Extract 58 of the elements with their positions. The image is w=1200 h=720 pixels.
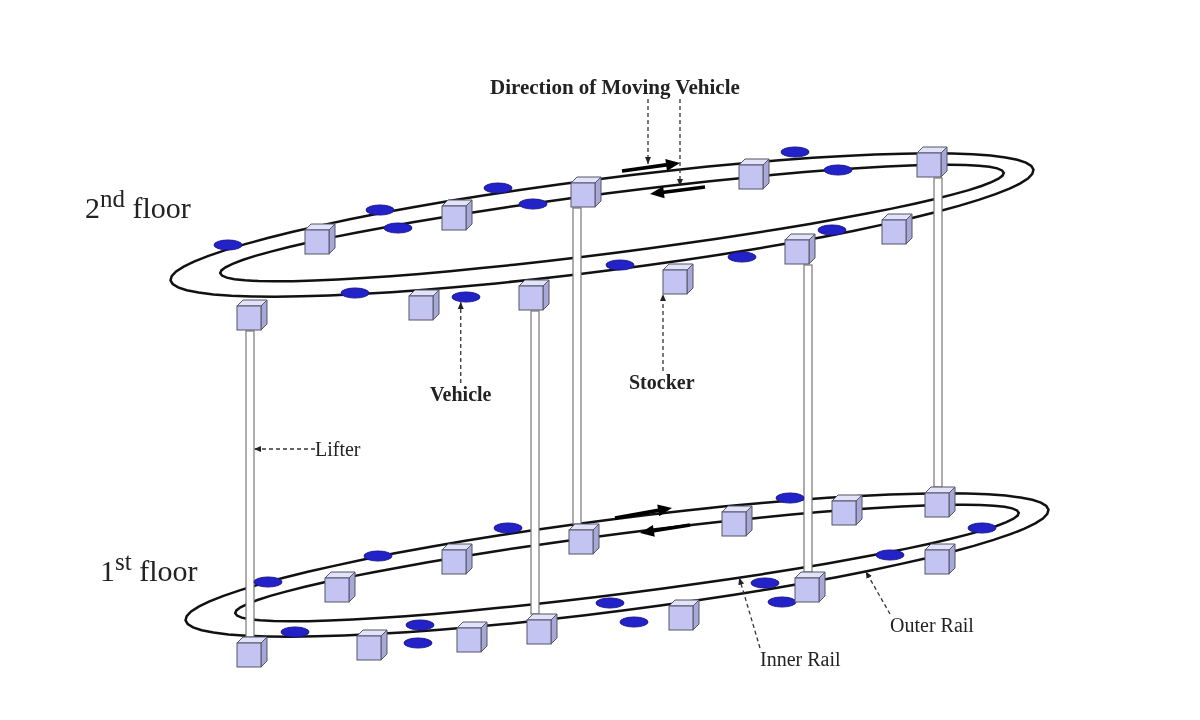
- stocker-cube: [924, 543, 956, 575]
- vehicle-icon: [365, 204, 395, 216]
- stocker-cube: [570, 176, 602, 208]
- stocker-cube: [721, 505, 753, 537]
- lifter-pole: [572, 207, 582, 525]
- lifter-pole: [530, 310, 540, 615]
- stocker-cube: [881, 213, 913, 245]
- stocker-cube: [924, 486, 956, 518]
- lifter-pole: [803, 264, 813, 573]
- vehicle-icon: [403, 637, 433, 649]
- leader-line: [738, 577, 761, 649]
- callout-label: Vehicle: [430, 383, 492, 405]
- travel-direction-marker: [621, 159, 680, 173]
- vehicle-icon: [363, 550, 393, 562]
- floor-label: 2$^{nd}$ floor: [85, 185, 191, 224]
- stocker-cube: [356, 629, 388, 661]
- vehicle-icon: [451, 291, 481, 303]
- stocker-cube: [668, 599, 700, 631]
- lifter-pole: [245, 330, 255, 638]
- vehicle-icon: [780, 146, 810, 158]
- stocker-cube: [456, 621, 488, 653]
- stocker-cube: [662, 263, 694, 295]
- callout-label: Stocker: [629, 371, 695, 393]
- stocker-cube: [738, 158, 770, 190]
- leader-line: [865, 570, 891, 615]
- stocker-cube: [236, 299, 268, 331]
- stocker-cube: [784, 233, 816, 265]
- floor-label: 1$^{st}$ floor: [100, 548, 198, 587]
- vehicle-icon: [483, 182, 513, 194]
- stocker-cube: [441, 199, 473, 231]
- lifter-pole: [933, 177, 943, 488]
- stocker-cube: [518, 279, 550, 311]
- stocker-cube: [916, 146, 948, 178]
- leader-line: [677, 98, 683, 187]
- callout-label: Direction of Moving Vehicle: [490, 76, 740, 100]
- stocker-cube: [526, 613, 558, 645]
- stocker-cube: [408, 289, 440, 321]
- stocker-cube: [794, 571, 826, 603]
- callout-label: Inner Rail: [760, 648, 841, 670]
- leader-line: [253, 446, 316, 452]
- vehicle-icon: [727, 251, 757, 263]
- vehicle-icon: [775, 492, 805, 504]
- stocker-cube: [304, 223, 336, 255]
- vehicle-icon: [767, 596, 797, 608]
- stocker-cube: [236, 636, 268, 668]
- leader-line: [645, 98, 651, 165]
- vehicle-icon: [253, 576, 283, 588]
- stocker-cube: [324, 571, 356, 603]
- vehicle-icon: [213, 239, 243, 251]
- stocker-cube: [831, 494, 863, 526]
- callout-label: Lifter: [315, 438, 361, 460]
- vehicle-icon: [493, 522, 523, 534]
- stocker-cube: [568, 523, 600, 555]
- leader-line: [457, 301, 464, 384]
- vehicle-icon: [619, 616, 649, 628]
- stocker-cube: [441, 543, 473, 575]
- callout-label: Outer Rail: [890, 614, 974, 636]
- leader-line: [660, 293, 666, 372]
